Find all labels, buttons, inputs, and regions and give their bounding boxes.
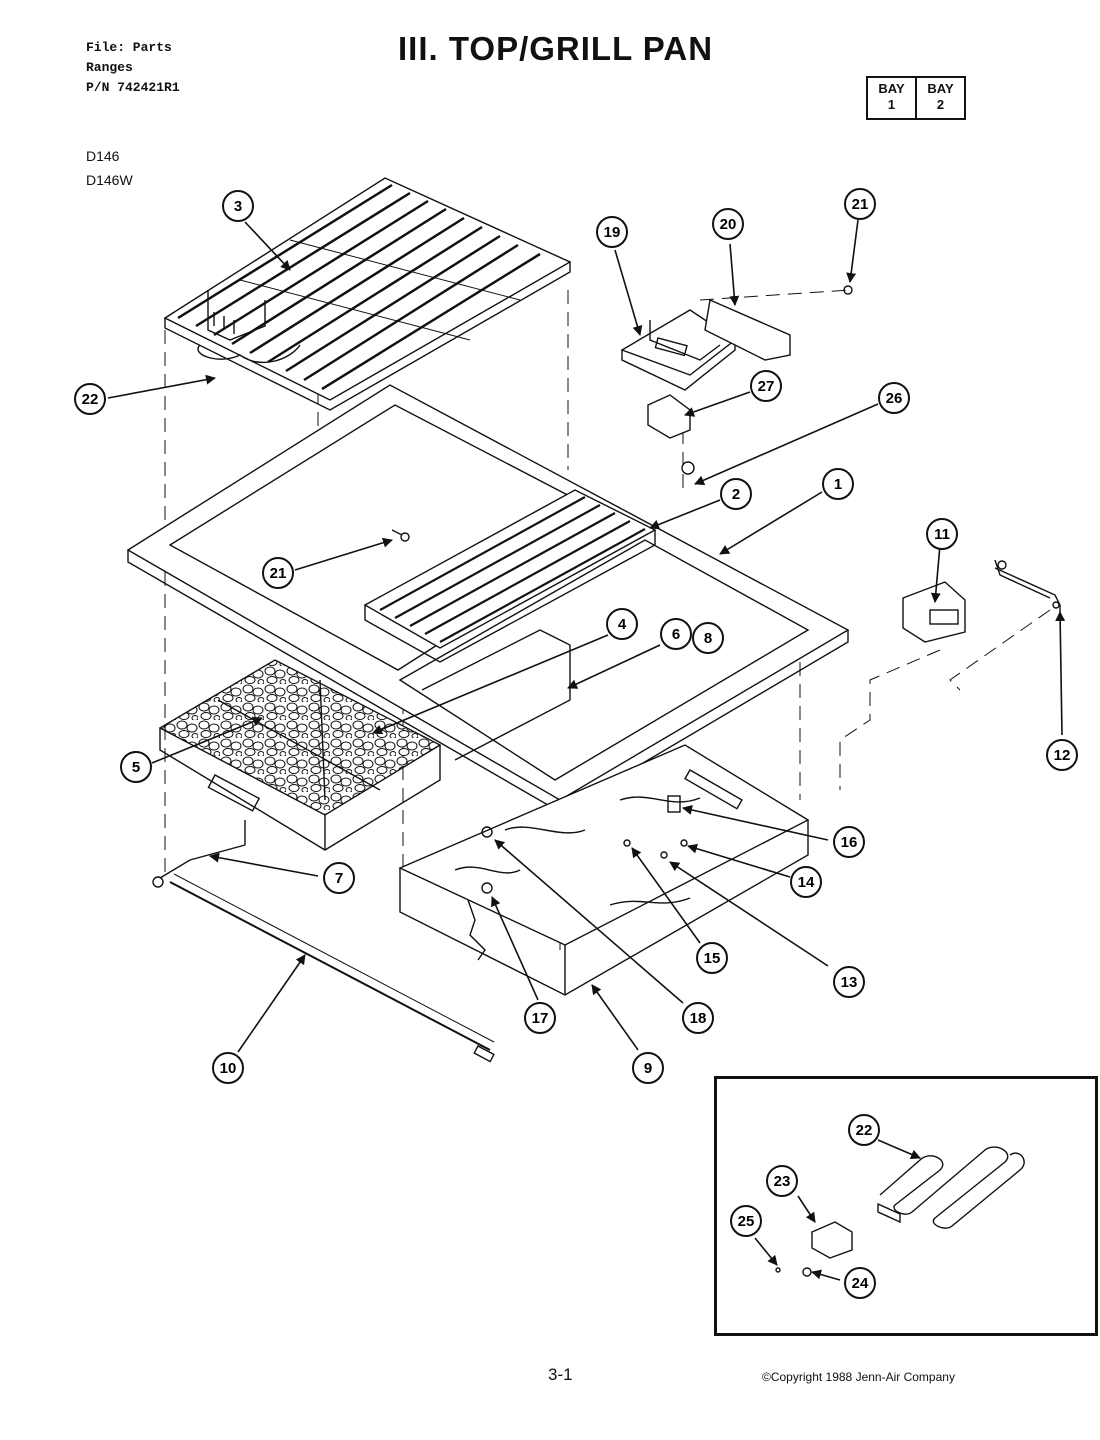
callout-7: 7	[323, 862, 355, 894]
svg-text:9: 9	[644, 1060, 652, 1077]
callout-26: 26	[878, 382, 910, 414]
svg-text:12: 12	[1054, 747, 1071, 764]
file-line: File: Parts	[86, 40, 172, 55]
bay-1-label: BAY	[878, 81, 905, 96]
model-list: D146 D146W	[86, 144, 133, 192]
svg-text:8: 8	[704, 630, 712, 647]
svg-text:15: 15	[704, 950, 721, 967]
svg-text:16: 16	[841, 834, 858, 851]
svg-text:22: 22	[82, 391, 99, 408]
svg-text:17: 17	[532, 1010, 549, 1027]
page-title: III. TOP/GRILL PAN	[398, 30, 714, 67]
svg-text:25: 25	[738, 1213, 755, 1230]
callout-21-top: 21	[844, 188, 876, 220]
side-bracket-parts	[902, 559, 1061, 643]
svg-text:7: 7	[335, 870, 343, 887]
svg-text:20: 20	[720, 216, 737, 233]
callout-21-lower: 21	[262, 557, 294, 589]
svg-text:21: 21	[852, 196, 869, 213]
svg-text:4: 4	[618, 616, 627, 633]
callout-14: 14	[790, 866, 822, 898]
svg-text:11: 11	[934, 526, 950, 543]
part-number-line: P/N 742421R1	[86, 80, 180, 95]
callout-24: 24	[844, 1267, 876, 1299]
bay-2-label: BAY	[927, 81, 954, 96]
grill-pan-basin	[398, 744, 810, 996]
svg-text:14: 14	[798, 874, 815, 891]
copyright: ©Copyright 1988 Jenn-Air Company	[762, 1370, 955, 1384]
svg-text:18: 18	[690, 1010, 707, 1027]
page-number: 3-1	[548, 1365, 573, 1384]
callout-17: 17	[524, 1002, 556, 1034]
callout-22-inset: 22	[848, 1114, 880, 1146]
svg-text:26: 26	[886, 390, 903, 407]
callout-22: 22	[74, 383, 106, 415]
callout-5: 5	[120, 751, 152, 783]
callout-6: 6	[660, 618, 692, 650]
svg-text:22: 22	[856, 1122, 873, 1139]
callout-1: 1	[822, 468, 854, 500]
callout-2: 2	[720, 478, 752, 510]
callout-3: 3	[222, 190, 254, 222]
callout-23: 23	[766, 1165, 798, 1197]
svg-text:3: 3	[234, 198, 242, 215]
bay-box: BAY 1 BAY 2	[866, 76, 966, 120]
receptacle-assembly	[620, 285, 853, 475]
callout-labels: 1 2 3 4 5 6 7 8 9 10 11 12 13 14 15 16 1…	[74, 188, 1078, 1299]
callout-25: 25	[730, 1205, 762, 1237]
svg-text:27: 27	[758, 378, 775, 395]
grill-rack-lower	[363, 489, 657, 761]
grill-rack-top	[163, 177, 572, 411]
svg-text:23: 23	[774, 1173, 791, 1190]
model-d146w: D146W	[86, 172, 133, 188]
bay-1-number: 1	[887, 97, 896, 112]
callout-16: 16	[833, 826, 865, 858]
svg-text:5: 5	[132, 759, 140, 776]
svg-text:6: 6	[672, 626, 680, 643]
inset-parts	[775, 1146, 1025, 1277]
callout-19: 19	[596, 216, 628, 248]
callout-10: 10	[212, 1052, 244, 1084]
svg-text:24: 24	[852, 1275, 869, 1292]
support-rod	[169, 873, 495, 1063]
bay-2-number: 2	[936, 97, 945, 112]
callout-13: 13	[833, 966, 865, 998]
callout-18: 18	[682, 1002, 714, 1034]
svg-text:13: 13	[841, 974, 858, 991]
svg-text:21: 21	[270, 565, 287, 582]
callout-11: 11	[926, 518, 958, 550]
screw-21-lower	[391, 529, 410, 542]
callout-4: 4	[606, 608, 638, 640]
rock-tray	[152, 659, 442, 888]
model-d146: D146	[86, 148, 120, 164]
callout-9: 9	[632, 1052, 664, 1084]
callout-20: 20	[712, 208, 744, 240]
svg-text:19: 19	[604, 224, 621, 241]
bay-1: BAY 1	[868, 78, 915, 118]
leader-arrows	[107, 219, 1066, 1281]
bay-2: BAY 2	[915, 78, 964, 118]
svg-text:1: 1	[834, 476, 842, 493]
diagram-linework	[126, 177, 1061, 1277]
category-line: Ranges	[86, 60, 133, 75]
inset-box	[714, 1076, 1098, 1336]
file-header: File: Parts Ranges P/N 742421R1	[86, 38, 180, 98]
callout-8: 8	[692, 622, 724, 654]
svg-text:2: 2	[732, 486, 740, 503]
callout-27: 27	[750, 370, 782, 402]
callout-15: 15	[696, 942, 728, 974]
callout-12: 12	[1046, 739, 1078, 771]
svg-text:10: 10	[220, 1060, 237, 1077]
